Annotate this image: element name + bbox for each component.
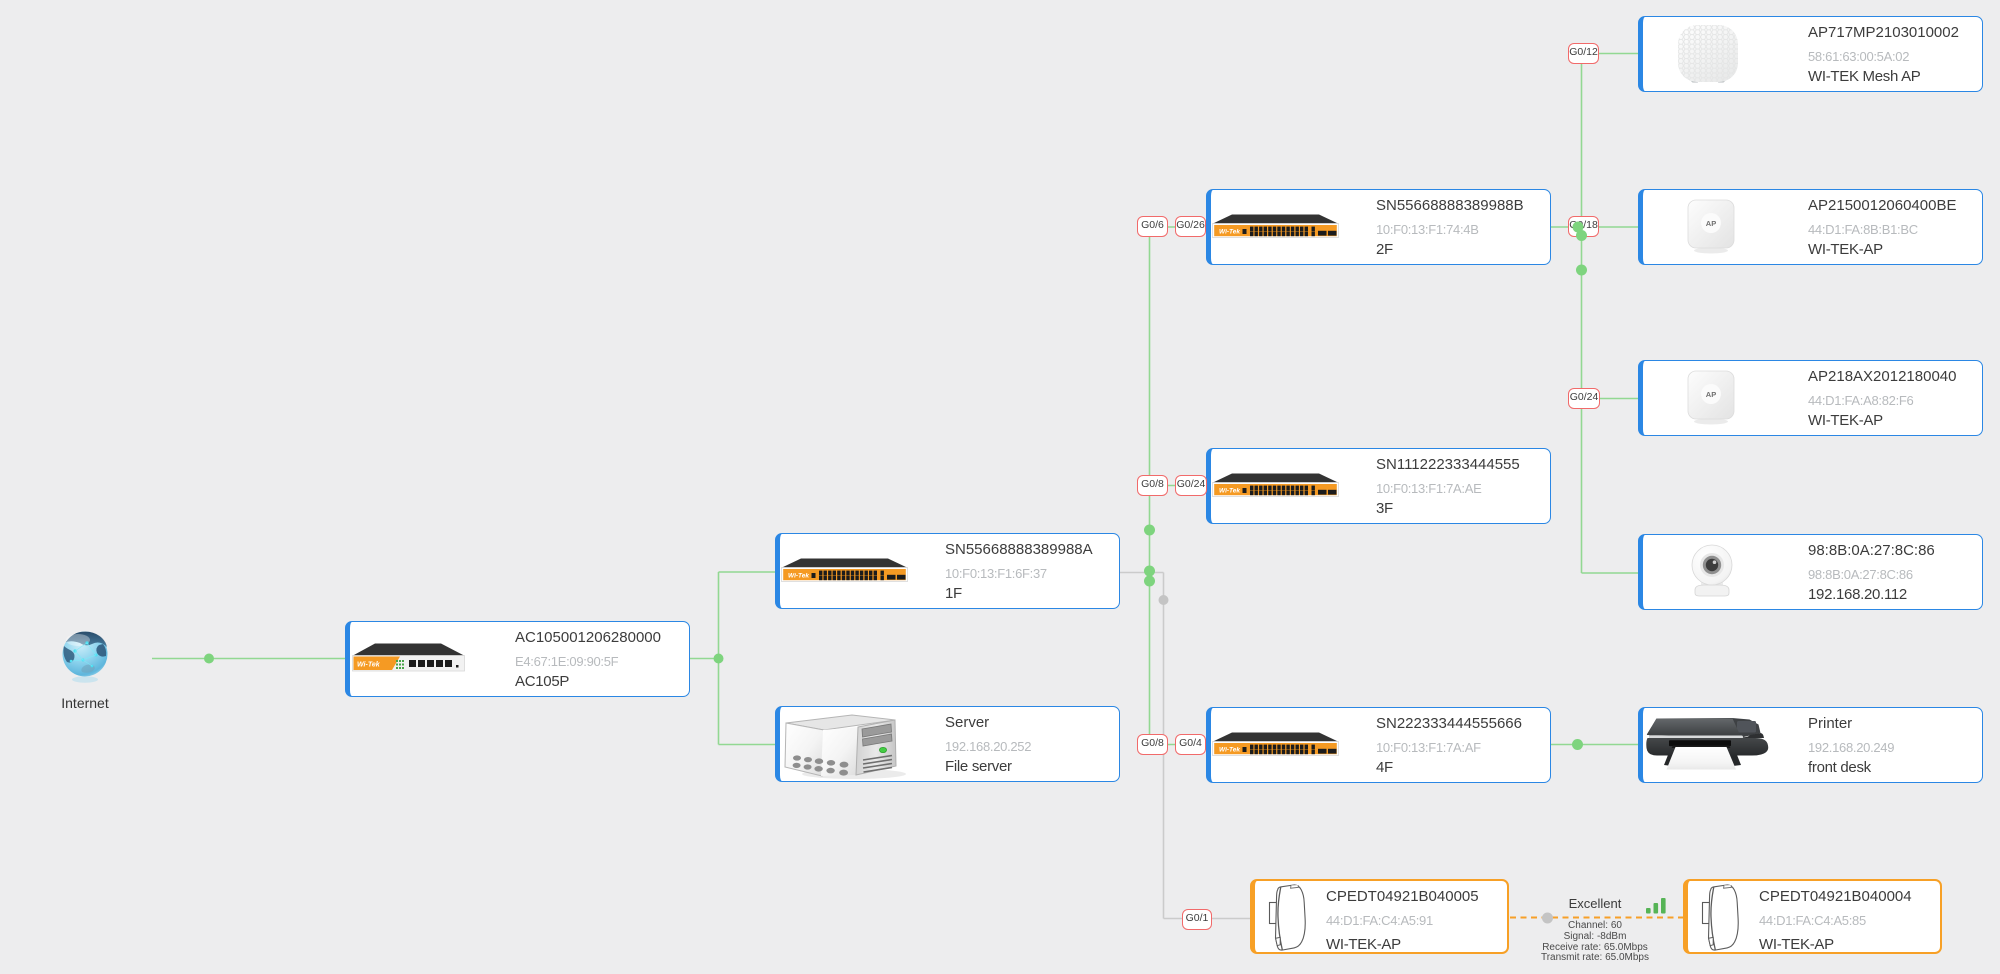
- svg-text:Wi-Tek: Wi-Tek: [1219, 229, 1240, 236]
- svg-text:Wi-Tek: Wi-Tek: [1219, 488, 1240, 495]
- svg-text:AP: AP: [1706, 390, 1716, 399]
- svg-text:Wi-Tek: Wi-Tek: [788, 573, 809, 580]
- svg-text:Wi-Tek: Wi-Tek: [357, 662, 381, 669]
- svg-text:AP: AP: [1706, 219, 1716, 228]
- svg-text:Wi-Tek: Wi-Tek: [1219, 747, 1240, 754]
